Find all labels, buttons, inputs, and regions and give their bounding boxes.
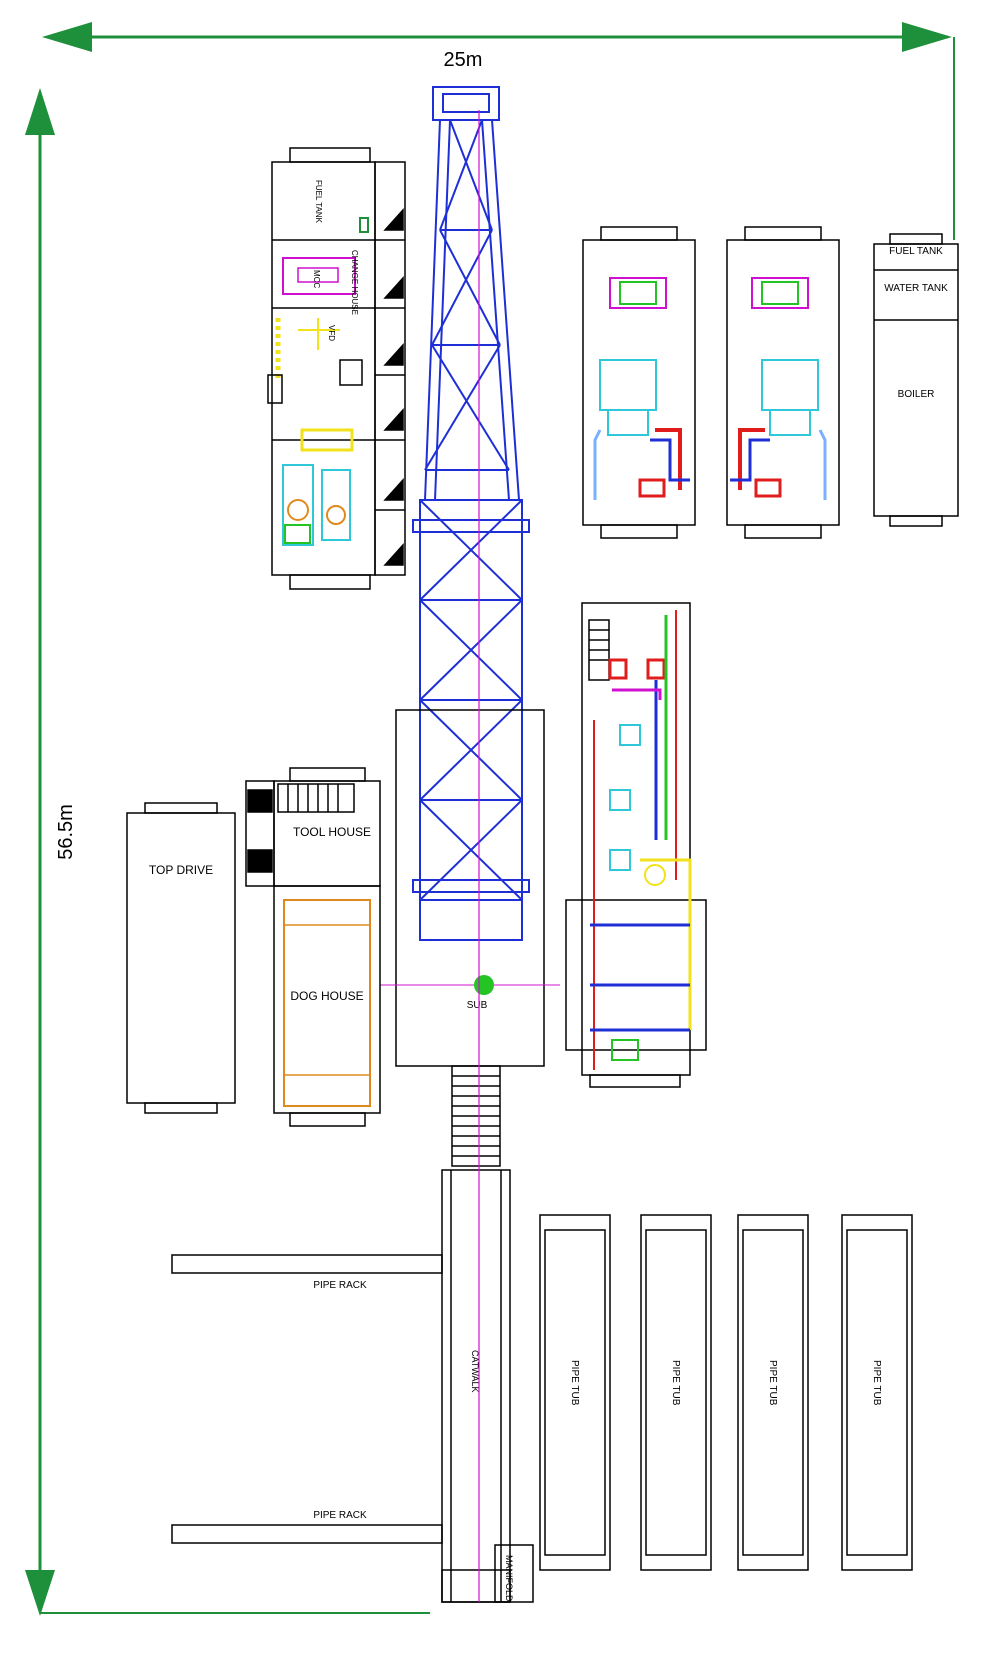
fuel-tank-right-label: FUEL TANK [889, 246, 943, 257]
pipe-tubs [539, 1214, 913, 1571]
boiler-unit [873, 233, 959, 527]
height-arrow-top-icon [25, 88, 55, 135]
vfd-label: VFD [327, 325, 336, 341]
substructure [380, 709, 560, 1167]
well-center-marker [474, 975, 494, 995]
pipe-tub-3-label: PIPE TUB [767, 1360, 778, 1406]
boiler-label: BOILER [898, 389, 935, 400]
pipe-racks [171, 1254, 443, 1544]
tool-house-label: TOOL HOUSE [293, 825, 371, 839]
change-house-label: CHANGE HOUSE [350, 250, 359, 315]
height-dimension: 56.5m [25, 88, 430, 1616]
pipe-tub-1-label: PIPE TUB [569, 1360, 580, 1406]
top-drive [126, 802, 236, 1114]
catwalk-label: CATWALK [470, 1350, 480, 1393]
sub-label: SUB [467, 1000, 488, 1011]
pipe-tub-4-label: PIPE TUB [871, 1360, 882, 1406]
pipe-rack-bottom-label: PIPE RACK [313, 1510, 367, 1521]
mcc-label: MCC [312, 270, 321, 288]
pipe-rack-top-label: PIPE RACK [313, 1280, 367, 1291]
catwalk [441, 1169, 534, 1603]
width-dimension: 25m [42, 22, 955, 240]
mud-system [565, 602, 707, 1088]
top-drive-label: TOP DRIVE [149, 863, 213, 877]
manifold-label: MANIFOLD [504, 1555, 514, 1602]
mast [412, 86, 530, 941]
dog-house-label: DOG HOUSE [290, 989, 363, 1003]
width-label: 25m [444, 49, 483, 71]
tool-dog-house [245, 767, 381, 1127]
height-label: 56.5m [55, 804, 77, 860]
power-building [267, 147, 406, 590]
generator-unit-2 [726, 226, 840, 539]
pipe-tub-2-label: PIPE TUB [670, 1360, 681, 1406]
water-tank-label: WATER TANK [884, 283, 948, 294]
width-arrow-right-icon [902, 22, 952, 52]
height-arrow-bottom-icon [25, 1570, 55, 1616]
fuel-tank-left-label: FUEL TANK [314, 180, 323, 224]
width-arrow-left-icon [42, 22, 92, 52]
generator-unit-1 [582, 226, 696, 539]
